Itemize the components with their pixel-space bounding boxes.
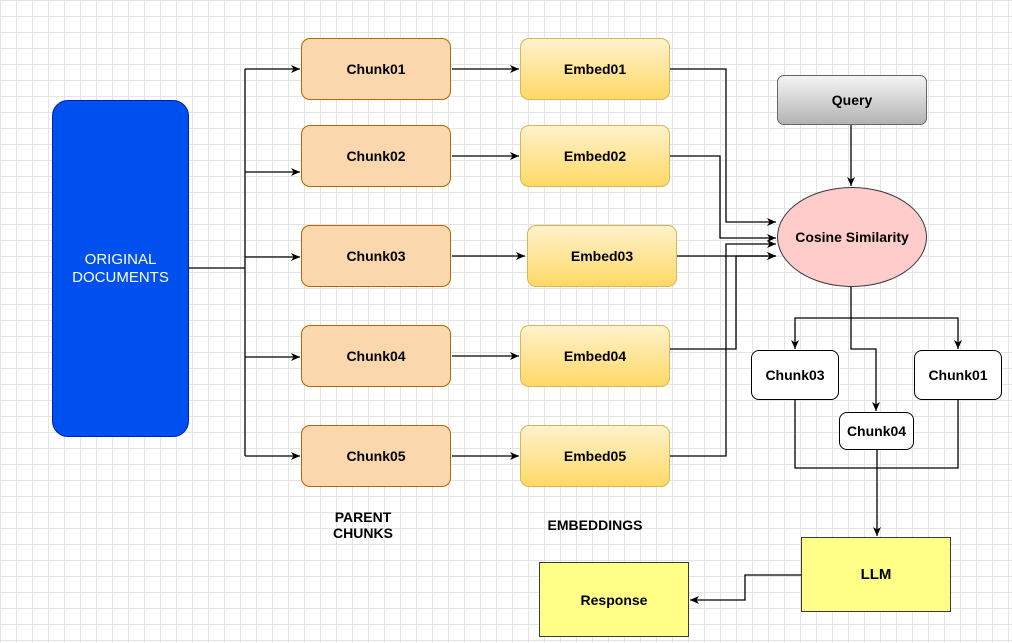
- llm-label: LLM: [860, 566, 892, 583]
- edge-result-chunk01-merge: [877, 400, 959, 469]
- parent-chunks-caption: PARENT CHUNKS: [333, 509, 393, 541]
- embed02-label: Embed02: [563, 148, 627, 164]
- embed03-label: Embed03: [570, 248, 634, 264]
- llm-node[interactable]: LLM: [801, 537, 951, 612]
- cosine-similarity-label: Cosine Similarity: [795, 229, 909, 245]
- edge-cosine-result-chunk04: [850, 318, 880, 411]
- result-chunk04-label: Chunk04: [846, 423, 907, 439]
- result-chunk03-label: Chunk03: [765, 367, 825, 383]
- embed01-node[interactable]: Embed01: [520, 38, 670, 100]
- embed03-node[interactable]: Embed03: [527, 225, 677, 287]
- query-label: Query: [831, 92, 873, 108]
- result-chunk01-label: Chunk01: [928, 367, 988, 383]
- result-chunk03-node[interactable]: Chunk03: [751, 350, 839, 400]
- edge-embed05-cosine: [670, 240, 776, 457]
- chunk04-node[interactable]: Chunk04: [301, 325, 451, 387]
- cosine-similarity-node[interactable]: Cosine Similarity: [777, 187, 927, 287]
- result-chunk04-node[interactable]: Chunk04: [839, 412, 914, 450]
- original-documents-node[interactable]: ORIGINAL DOCUMENTS: [52, 100, 189, 437]
- embed05-label: Embed05: [563, 448, 627, 464]
- chunk04-label: Chunk04: [346, 348, 406, 364]
- chunk02-label: Chunk02: [346, 148, 406, 164]
- chunk03-node[interactable]: Chunk03: [301, 225, 451, 287]
- embed01-label: Embed01: [563, 61, 627, 77]
- edge-llm-response: [690, 574, 801, 604]
- chunk05-label: Chunk05: [346, 448, 406, 464]
- original-documents-label: ORIGINAL DOCUMENTS: [72, 250, 169, 286]
- embed02-node[interactable]: Embed02: [520, 125, 670, 187]
- chunk01-node[interactable]: Chunk01: [301, 38, 451, 100]
- edge-result-chunk03-merge: [794, 400, 877, 469]
- embed05-node[interactable]: Embed05: [520, 425, 670, 487]
- chunk01-label: Chunk01: [346, 61, 406, 77]
- edge-embed04-cosine: [670, 252, 776, 350]
- query-node[interactable]: Query: [777, 75, 927, 125]
- embeddings-caption: EMBEDDINGS: [547, 517, 643, 533]
- edge-embed01-cosine: [670, 68, 776, 226]
- chunk05-node[interactable]: Chunk05: [301, 425, 451, 487]
- response-node[interactable]: Response: [539, 562, 689, 637]
- chunk03-label: Chunk03: [346, 248, 406, 264]
- chunk02-node[interactable]: Chunk02: [301, 125, 451, 187]
- edge-embed02-cosine: [670, 155, 776, 242]
- embed04-node[interactable]: Embed04: [520, 325, 670, 387]
- response-label: Response: [580, 591, 648, 608]
- edge-cosine-result-chunk03: [791, 317, 851, 349]
- embed04-label: Embed04: [563, 348, 627, 364]
- edge-cosine-result-chunk01: [851, 317, 962, 349]
- result-chunk01-node[interactable]: Chunk01: [914, 350, 1002, 400]
